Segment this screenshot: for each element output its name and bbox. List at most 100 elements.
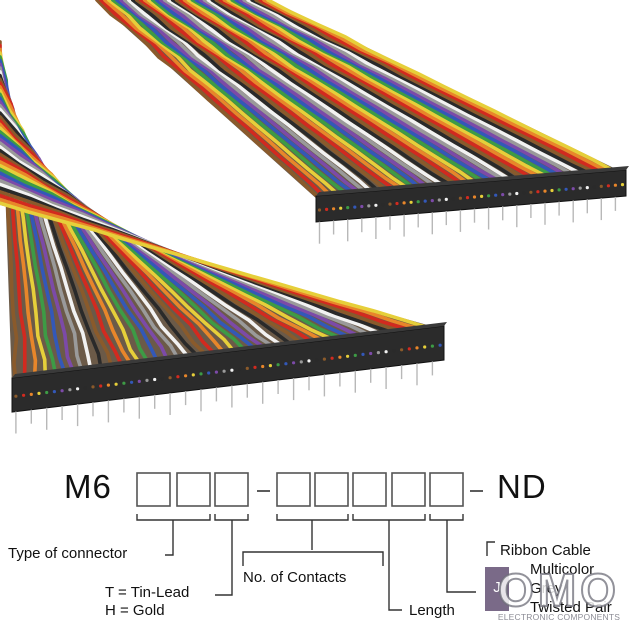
back-cable-wire — [222, 0, 546, 182]
front-connector-hole — [353, 353, 357, 357]
type-leader — [165, 520, 174, 556]
back-connector-hole — [395, 201, 399, 206]
front-connector-hole — [276, 363, 280, 367]
back-connector-hole — [529, 190, 533, 194]
front-connector-hole — [299, 360, 303, 364]
front-connector-hole — [322, 357, 326, 361]
front-connector-hole — [160, 377, 164, 381]
front-connector-hole — [191, 373, 195, 377]
watermark-subtitle: ELECTRONIC COMPONENTS — [497, 612, 621, 622]
contacts-bracket — [242, 551, 384, 566]
back-connector-hole — [360, 204, 364, 209]
back-cable-wire — [198, 0, 506, 185]
back-connector-hole — [501, 193, 505, 197]
front-cable-wire — [0, 201, 433, 331]
part-number-box — [391, 472, 426, 507]
back-connector-hole — [465, 196, 470, 200]
front-cable-wire — [0, 145, 289, 351]
back-cable-wire — [131, 0, 384, 196]
back-cable-wire — [142, 0, 409, 194]
back-cable-wire — [178, 0, 468, 189]
back-cable-wire — [254, 0, 602, 176]
front-connector-hole — [76, 387, 80, 391]
back-cable-wire — [166, 0, 450, 190]
back-connector-hole — [472, 195, 477, 199]
front-connector-hole — [423, 345, 427, 349]
part-number-box — [176, 472, 211, 507]
front-connector-hole — [91, 385, 95, 389]
back-connector-hole — [585, 186, 589, 190]
front-connector-hole — [315, 358, 319, 362]
back-cable-wire — [107, 0, 344, 200]
back-ribbon-cable — [95, 0, 622, 202]
back-connector-hole — [550, 188, 554, 193]
back-connector-hole — [317, 208, 322, 212]
back-cable-wire — [174, 0, 463, 189]
back-connector-body — [315, 169, 627, 223]
ribbon-bracket — [429, 514, 464, 521]
plating-leader — [215, 520, 233, 596]
front-connector-hole — [184, 374, 188, 378]
front-connector-top — [12, 322, 447, 378]
front-connector-hole — [415, 346, 419, 350]
front-connector-hole — [207, 371, 211, 375]
front-connector-hole — [253, 365, 257, 369]
back-cable-wire — [158, 0, 432, 192]
back-connector-hole — [374, 203, 378, 207]
back-connector-hole — [353, 205, 357, 209]
part-number-prefix: M6 — [64, 468, 112, 505]
back-cable-wire — [190, 0, 489, 187]
front-connector-hole — [222, 369, 226, 373]
part-number-box — [214, 472, 249, 507]
type-bracket — [136, 514, 211, 521]
front-ribbon-cable — [0, 40, 438, 390]
front-connector-hole — [153, 377, 157, 382]
front-connector-hole — [168, 376, 172, 380]
front-connector-hole — [99, 384, 103, 388]
gold-label: H = Gold — [105, 602, 165, 619]
front-connector-hole — [361, 352, 365, 356]
front-connector-hole — [45, 390, 49, 395]
back-cable-wire — [135, 0, 393, 196]
front-connector-hole — [22, 393, 26, 397]
no-of-contacts-label: No. of Contacts — [243, 569, 347, 586]
contacts-bracket-top — [276, 514, 349, 521]
back-connector-hole — [402, 201, 406, 205]
back-connector-hole — [339, 206, 343, 210]
part-number-diagram — [136, 472, 495, 611]
back-cable-wire — [258, 0, 608, 176]
back-connector-hole — [557, 188, 561, 192]
omo-watermark: OMO ELECTRONIC COMPONENTS — [484, 565, 634, 628]
back-connector-hole — [423, 199, 427, 203]
front-connector-hole — [106, 383, 110, 387]
plating-bracket — [214, 514, 249, 521]
back-connector-hole — [592, 185, 596, 189]
back-cable-wire — [206, 0, 516, 184]
back-connector-hole — [437, 198, 441, 202]
code-j-box: J — [485, 567, 509, 611]
length-bracket — [352, 514, 426, 521]
back-connector-hole — [444, 197, 448, 201]
back-connector-hole — [620, 183, 625, 187]
front-connector-hole — [338, 355, 342, 359]
front-connector-hole — [114, 382, 118, 386]
front-connector-hole — [214, 370, 218, 374]
front-connector-hole — [37, 391, 41, 395]
front-cable-wire — [0, 122, 230, 360]
back-connector-hole — [536, 190, 540, 194]
ribbon-cable-label: Ribbon Cable — [500, 542, 591, 559]
back-cable-wire — [99, 0, 329, 201]
back-connector-hole — [332, 207, 336, 211]
back-cable-wire — [123, 0, 371, 197]
front-connector-hole — [60, 389, 64, 393]
front-connector-hole — [384, 350, 388, 354]
front-connector-hole — [261, 364, 265, 369]
back-cable-wire — [266, 0, 619, 175]
back-cable-wire — [95, 0, 323, 202]
front-connector-hole — [438, 343, 442, 347]
front-connector-hole — [268, 364, 272, 368]
back-cable-wire — [150, 0, 420, 193]
back-connector-hole — [388, 202, 392, 206]
back-cable-wire — [246, 0, 586, 178]
